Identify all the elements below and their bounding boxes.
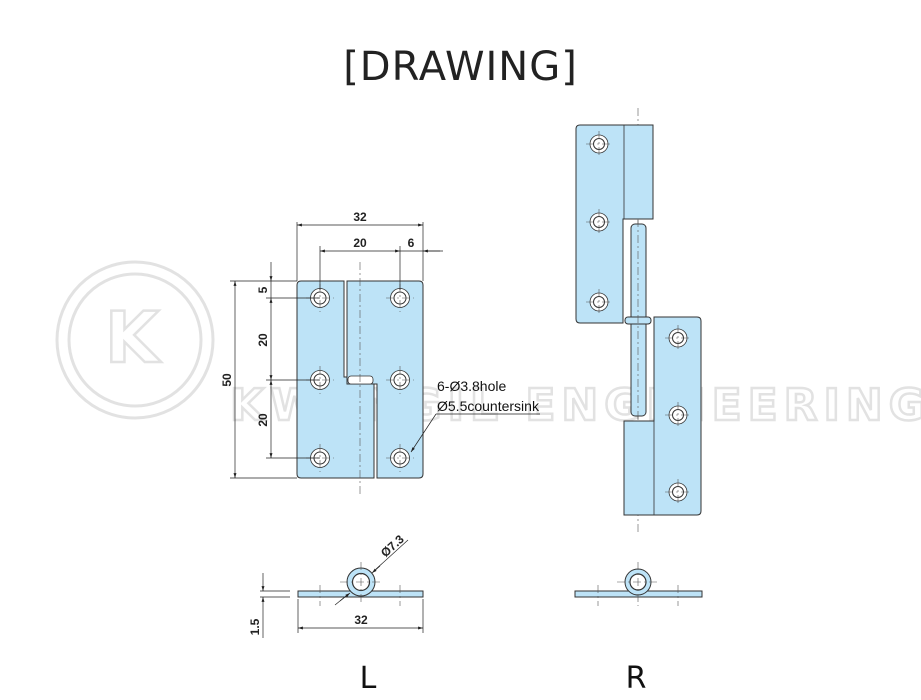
dim-side-width: 32 [354,613,368,627]
hole [386,366,414,394]
hole-note-line1: 6-Ø3.8hole [437,378,506,394]
hole [665,402,692,429]
hole-note-line2: Ø5.5countersink [437,398,540,414]
left-view-label: L [360,661,377,696]
drawing-title: [DRAWING] [343,44,578,90]
lower-leaf [623,316,702,516]
left-leaf [296,280,375,479]
mounting-holes [586,131,692,506]
dim-hole-spacing-x: 20 [353,236,367,250]
hole [586,289,613,316]
dim-knuckle-diameter: Ø7.3 [378,532,407,560]
watermark-logo-letter: K [105,297,165,379]
pin-window [347,375,374,385]
right-hinge-side-view: R [574,562,703,696]
left-hinge-side-view: Ø7.3 1.5 32 L [248,532,424,696]
left-hinge-front-view: 32 20 6 50 5 20 20 6-Ø3.8hole Ø5.5counte… [220,210,540,496]
right-hinge-front-view [575,108,702,534]
hole-callout: 6-Ø3.8hole Ø5.5countersink [410,378,540,453]
dimensions: 32 20 6 50 5 20 20 [220,210,443,479]
dim-thickness: 1.5 [248,618,262,635]
hole [665,325,692,352]
dim-hole-spacing-y2: 20 [256,413,270,427]
dim-edge-offset-x: 6 [408,236,415,250]
hole [665,479,692,506]
dim-overall-height: 50 [220,373,234,387]
hole [386,284,414,312]
right-view-label: R [626,661,647,696]
dim-overall-width: 32 [353,210,367,224]
hole [586,131,613,158]
watermark-logo-inner-circle [67,272,203,408]
hole [386,444,414,472]
dim-hole-spacing-y1: 20 [256,333,270,347]
dim-edge-offset-y: 5 [256,286,270,293]
upper-leaf [575,124,654,324]
watermark-logo-circle [55,260,215,420]
hole [586,209,613,236]
right-leaf [346,280,424,479]
